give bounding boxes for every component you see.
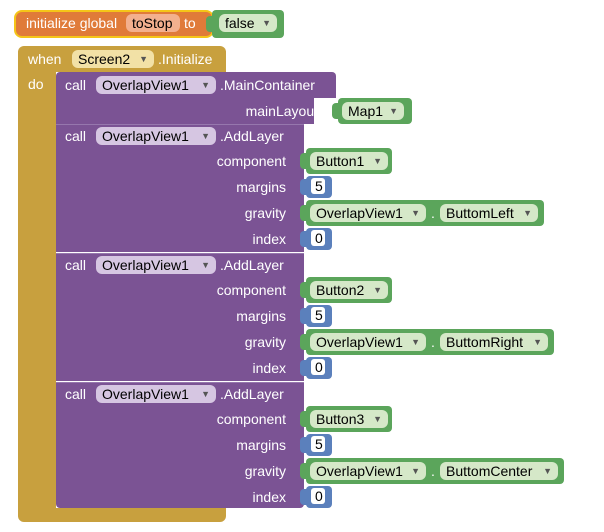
margins-param-label: margins — [236, 179, 286, 195]
chevron-down-icon: ▼ — [201, 389, 210, 399]
call-label: call — [65, 257, 87, 273]
gravity-param-label: gravity — [244, 463, 286, 479]
index-number-block[interactable]: 0 — [306, 486, 332, 508]
chevron-down-icon: ▼ — [373, 414, 382, 424]
chevron-down-icon: ▼ — [262, 18, 271, 28]
gravity-component-dropdown[interactable]: OverlapView1▼ — [310, 333, 426, 351]
method-label: .MainContainer — [220, 77, 315, 93]
when-label: when — [28, 51, 62, 67]
initialize-global-label: initialize global — [26, 15, 118, 31]
add-layer-component-dropdown[interactable]: OverlapView1▼ — [96, 256, 216, 274]
chevron-down-icon: ▼ — [533, 337, 542, 347]
margins-socket — [300, 308, 308, 324]
dot-separator: . — [431, 334, 435, 350]
add-layer-call-block[interactable] — [56, 124, 304, 252]
chevron-down-icon: ▼ — [139, 54, 148, 64]
margins-param-label: margins — [236, 437, 286, 453]
chevron-down-icon: ▼ — [411, 466, 420, 476]
index-param-label: index — [252, 360, 286, 376]
index-number-block[interactable]: 0 — [306, 228, 332, 250]
event-component-dropdown[interactable]: Screen2▼ — [72, 50, 154, 68]
index-param-label: index — [252, 231, 286, 247]
global-variable-name[interactable]: toStop — [126, 14, 180, 32]
chevron-down-icon: ▼ — [373, 285, 382, 295]
margins-socket — [300, 179, 308, 195]
main-layout-param-label: mainLayout — [245, 103, 318, 119]
value-socket — [206, 16, 214, 32]
margins-param-label: margins — [236, 308, 286, 324]
main-container-component-dropdown[interactable]: OverlapView1▼ — [96, 76, 216, 94]
add-layer-component-dropdown[interactable]: OverlapView1▼ — [96, 127, 216, 145]
event-block-body — [18, 70, 56, 512]
method-label: .AddLayer — [220, 386, 284, 402]
dot-separator: . — [431, 205, 435, 221]
component-socket — [300, 153, 308, 169]
index-socket — [300, 360, 308, 376]
call-label: call — [65, 386, 87, 402]
event-name-label: .Initialize — [158, 51, 213, 67]
gravity-param-label: gravity — [244, 334, 286, 350]
margins-socket — [300, 437, 308, 453]
chevron-down-icon: ▼ — [543, 466, 552, 476]
gravity-value-dropdown[interactable]: ButtomLeft▼ — [440, 204, 538, 222]
gravity-socket — [300, 334, 308, 350]
gravity-component-dropdown[interactable]: OverlapView1▼ — [310, 462, 426, 480]
call-label: call — [65, 128, 87, 144]
add-layer-call-block[interactable] — [56, 253, 304, 381]
margins-number-block[interactable]: 5 — [306, 176, 332, 198]
initialize-global-block[interactable] — [14, 10, 214, 38]
main-layout-socket — [332, 103, 340, 119]
event-block-footer — [18, 508, 226, 522]
to-label: to — [184, 15, 196, 31]
chevron-down-icon: ▼ — [411, 337, 420, 347]
false-dropdown[interactable]: false▼ — [219, 14, 277, 32]
chevron-down-icon: ▼ — [411, 208, 420, 218]
component-socket — [300, 282, 308, 298]
button-component-dropdown[interactable]: Button3▼ — [310, 410, 388, 428]
chevron-down-icon: ▼ — [373, 156, 382, 166]
chevron-down-icon: ▼ — [201, 260, 210, 270]
method-label: .AddLayer — [220, 128, 284, 144]
margins-number-block[interactable]: 5 — [306, 434, 332, 456]
component-param-label: component — [216, 282, 286, 298]
component-param-label: component — [216, 411, 286, 427]
index-param-label: index — [252, 489, 286, 505]
button-component-dropdown[interactable]: Button1▼ — [310, 152, 388, 170]
method-label: .AddLayer — [220, 257, 284, 273]
map1-dropdown[interactable]: Map1▼ — [342, 102, 404, 120]
gravity-socket — [300, 205, 308, 221]
gravity-param-label: gravity — [244, 205, 286, 221]
button-component-dropdown[interactable]: Button2▼ — [310, 281, 388, 299]
chevron-down-icon: ▼ — [523, 208, 532, 218]
index-number-block[interactable]: 0 — [306, 357, 332, 379]
index-socket — [300, 489, 308, 505]
chevron-down-icon: ▼ — [389, 106, 398, 116]
component-socket — [300, 411, 308, 427]
index-socket — [300, 231, 308, 247]
chevron-down-icon: ▼ — [201, 131, 210, 141]
gravity-socket — [300, 463, 308, 479]
gravity-component-dropdown[interactable]: OverlapView1▼ — [310, 204, 426, 222]
add-layer-component-dropdown[interactable]: OverlapView1▼ — [96, 385, 216, 403]
gravity-value-dropdown[interactable]: ButtomCenter▼ — [440, 462, 558, 480]
component-param-label: component — [216, 153, 286, 169]
add-layer-call-block[interactable] — [56, 382, 304, 508]
do-label: do — [28, 76, 44, 92]
chevron-down-icon: ▼ — [201, 80, 210, 90]
main-container-body — [56, 96, 314, 124]
call-label: call — [65, 77, 87, 93]
dot-separator: . — [431, 463, 435, 479]
gravity-value-dropdown[interactable]: ButtomRight▼ — [440, 333, 548, 351]
margins-number-block[interactable]: 5 — [306, 305, 332, 327]
